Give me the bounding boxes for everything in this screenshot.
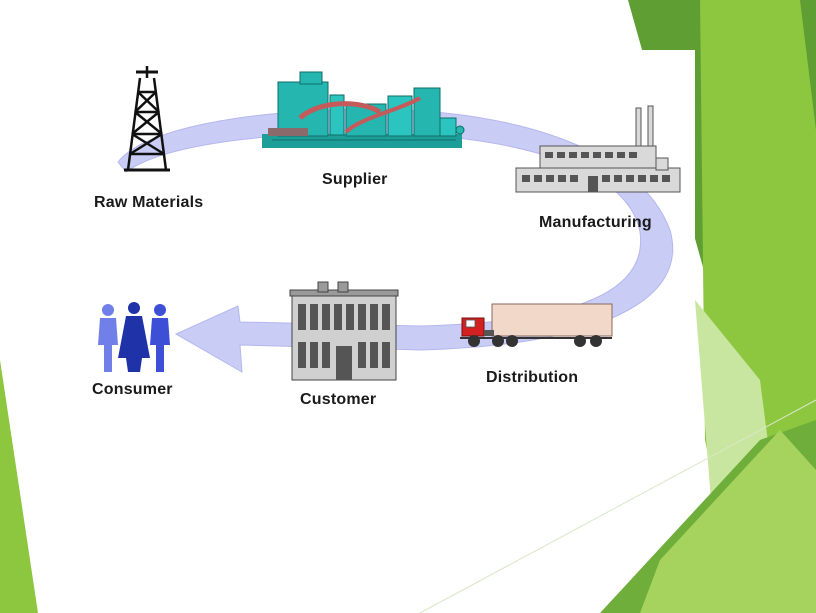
thin-line	[419, 399, 816, 613]
oil-derrick-icon	[124, 66, 170, 172]
person-center	[118, 302, 150, 372]
person-left	[98, 304, 118, 372]
green-shape-bottom-light	[640, 430, 816, 613]
person-right	[150, 304, 170, 372]
building-icon	[289, 281, 399, 381]
supplier-label: Supplier	[322, 171, 388, 188]
distribution-label: Distribution	[486, 369, 579, 386]
manufacturing-label: Manufacturing	[539, 214, 652, 231]
green-shape-left	[0, 360, 38, 613]
consumer-label: Consumer	[92, 381, 173, 398]
processing-plant-icon	[262, 71, 465, 148]
truck-icon	[460, 303, 613, 347]
customer-label: Customer	[300, 391, 377, 408]
raw-materials-label: Raw Materials	[94, 194, 204, 211]
people-icon	[98, 302, 170, 372]
factory-icon	[515, 105, 681, 193]
